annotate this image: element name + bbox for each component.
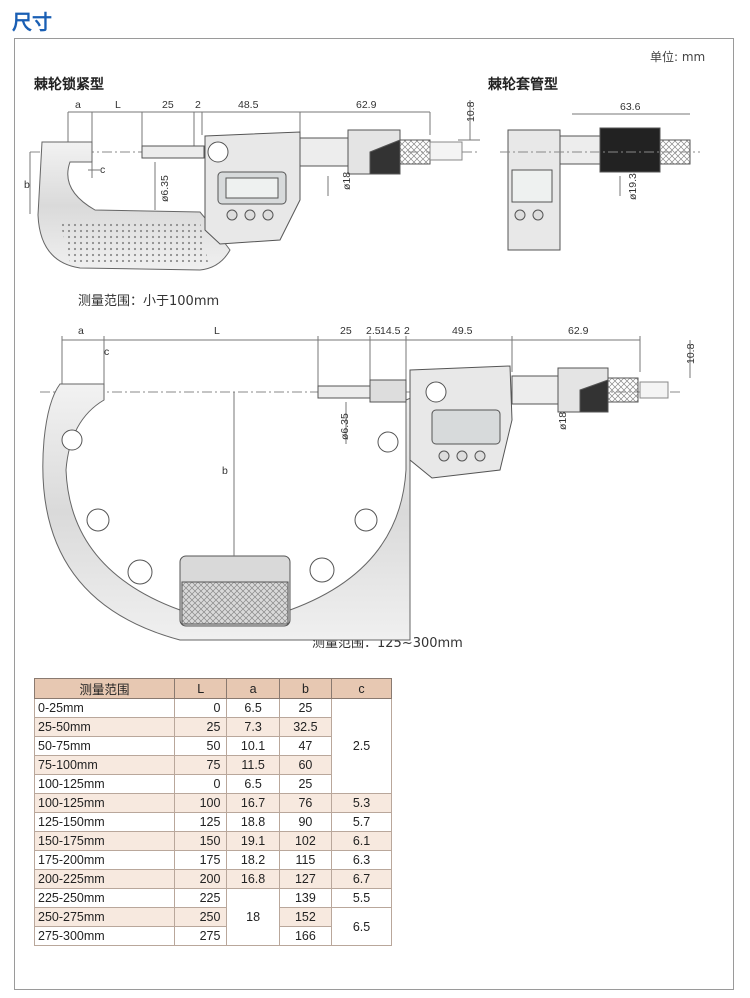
svg-text:14.5: 14.5 [380, 325, 401, 337]
svg-text:25: 25 [162, 99, 174, 111]
dimension-table: 测量范围 L a b c 0-25mm 0 6.5 25 2.5 25-50mm… [33, 678, 392, 946]
table-row: 200-225mm 200 16.8 127 6.7 [33, 869, 392, 889]
svg-text:L: L [115, 99, 121, 111]
svg-text:25: 25 [340, 325, 352, 337]
header-L: L [174, 678, 228, 699]
unit-label: 单位: mm [650, 50, 706, 64]
svg-text:2.5: 2.5 [366, 325, 381, 337]
svg-text:c: c [100, 164, 105, 176]
table-row: 250-275mm 250 152 6.5 [33, 907, 392, 946]
svg-text:ø18: ø18 [557, 412, 569, 430]
caption-ratchet-lock: 棘轮锁紧型 [34, 77, 104, 93]
table-row: 275-300mm 275 166 [33, 926, 392, 946]
table-row: 25-50mm 25 7.3 32.5 [33, 717, 392, 737]
table-row: 100-125mm 0 6.5 25 [33, 774, 392, 794]
table-row: 0-25mm 0 6.5 25 2.5 [33, 698, 392, 794]
table-row: 125-150mm 125 18.8 90 5.7 [33, 812, 392, 832]
svg-text:10.8: 10.8 [465, 101, 477, 122]
svg-text:63.6: 63.6 [620, 101, 641, 113]
table-row: 175-200mm 175 18.2 115 6.3 [33, 850, 392, 870]
svg-text:a: a [78, 325, 84, 337]
range-note-small: 测量范围：小于100mm [78, 294, 220, 309]
svg-text:ø6.35: ø6.35 [159, 175, 171, 202]
c-merged-6-5: 6.5 [331, 907, 392, 946]
svg-text:c: c [104, 346, 109, 358]
caption-ratchet-sleeve: 棘轮套管型 [488, 77, 558, 93]
svg-text:L: L [214, 325, 220, 337]
c-merged-2-5: 2.5 [331, 698, 392, 794]
header-c: c [331, 678, 392, 699]
svg-text:49.5: 49.5 [452, 325, 473, 337]
svg-text:2: 2 [404, 325, 410, 337]
table-row: 100-125mm 100 16.7 76 5.3 [33, 793, 392, 813]
a-merged-18: 18 [226, 888, 280, 946]
micrometer-sleeve-drawing [500, 113, 700, 251]
header-b: b [278, 678, 333, 699]
table-row: 225-250mm 225 18 139 5.5 [33, 888, 392, 946]
page-title: 尺寸 [12, 10, 52, 34]
svg-text:b: b [24, 179, 30, 191]
table-row: 150-175mm 150 19.1 102 6.1 [33, 831, 392, 851]
svg-text:62.9: 62.9 [568, 325, 589, 337]
content-frame [14, 38, 734, 990]
micrometer-large-drawing [40, 336, 691, 641]
header-range: 测量范围 [33, 678, 176, 699]
svg-text:ø18: ø18 [341, 172, 353, 190]
svg-text:62.9: 62.9 [356, 99, 377, 111]
svg-text:ø19.3: ø19.3 [627, 173, 639, 200]
svg-text:2: 2 [195, 99, 201, 111]
svg-text:48.5: 48.5 [238, 99, 259, 111]
table-row: 50-75mm 50 10.1 47 [33, 736, 392, 756]
header-a: a [226, 678, 280, 699]
micrometer-small-drawing [29, 100, 480, 271]
svg-text:ø6.35: ø6.35 [339, 413, 351, 440]
svg-text:10.8: 10.8 [685, 343, 697, 364]
svg-text:b: b [222, 465, 228, 477]
svg-text:a: a [75, 99, 81, 111]
table-row: 75-100mm 75 11.5 60 [33, 755, 392, 775]
